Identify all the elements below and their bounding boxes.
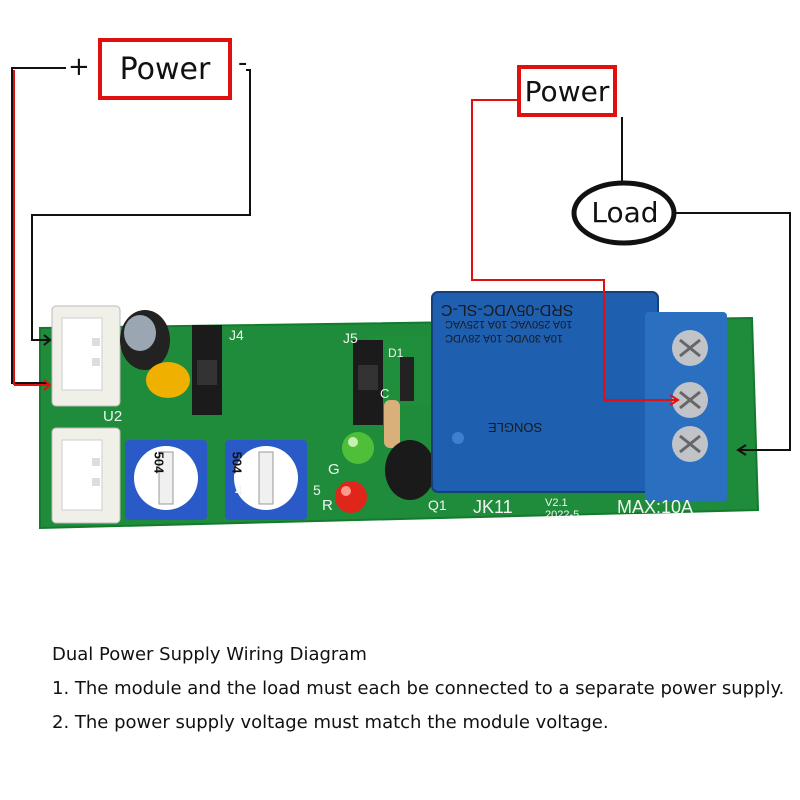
- silk-u2-label: U2: [103, 408, 123, 425]
- board-version-label: V2.1 2022-5: [545, 497, 580, 521]
- silk-j5-label: J5: [343, 330, 358, 346]
- jumper-j4: [192, 325, 222, 415]
- input-connector-bottom: [51, 427, 121, 524]
- caption-line-1: 1. The module and the load must each be …: [52, 678, 785, 699]
- power-label-right: Power: [517, 65, 617, 117]
- load-label: Load: [591, 196, 659, 229]
- silk-r5-label: 5: [313, 482, 321, 498]
- potentiometer-1-value: 504: [151, 451, 167, 474]
- input-connector-top: [51, 305, 121, 407]
- transistor: [385, 440, 435, 500]
- board-max-rating-label: MAX:10A: [617, 497, 694, 517]
- silk-j4-label: J4: [229, 327, 244, 343]
- potentiometer-1: [125, 440, 207, 520]
- silk-g-label: G: [328, 461, 340, 478]
- caption-line-2: 2. The power supply voltage must match t…: [52, 712, 609, 733]
- led-red: [335, 481, 367, 513]
- jumper-j5: [353, 340, 383, 425]
- minus-sign: -: [238, 48, 248, 78]
- silk-r4-label: 4: [235, 482, 243, 498]
- silk-r-label: R: [322, 497, 333, 514]
- ceramic-capacitor: [146, 362, 190, 398]
- diode: [400, 357, 414, 401]
- wires-left: [11, 67, 251, 391]
- caption-block: Dual Power Supply Wiring Diagram 1. The …: [52, 638, 792, 740]
- silk-d1-label: D1: [388, 346, 404, 360]
- silk-c-label: C: [380, 386, 390, 401]
- relay-brand-label: SONGLE: [488, 420, 543, 435]
- screw-terminal: [645, 312, 727, 502]
- relay-rating-2: 10A 30VDC 10A 28VDC: [445, 332, 564, 344]
- relay: [431, 291, 659, 493]
- relay-model-label: SRD-05VDC-SL-C: [441, 301, 574, 318]
- potentiometer-2: [225, 440, 307, 520]
- led-green: [342, 432, 374, 464]
- relay-rating-1: 10A 250VAC 10A 125VAC: [445, 318, 573, 330]
- caption-title: Dual Power Supply Wiring Diagram: [52, 644, 367, 665]
- silk-q1-label: Q1: [428, 497, 447, 513]
- power-label-left: Power: [98, 38, 232, 100]
- electrolytic-capacitor: [120, 310, 170, 370]
- resistor: [384, 400, 400, 448]
- plus-sign: +: [68, 52, 90, 82]
- potentiometer-2-value: 504: [229, 451, 245, 474]
- board-model-label: JK11: [473, 497, 513, 517]
- wires-right: [471, 99, 791, 456]
